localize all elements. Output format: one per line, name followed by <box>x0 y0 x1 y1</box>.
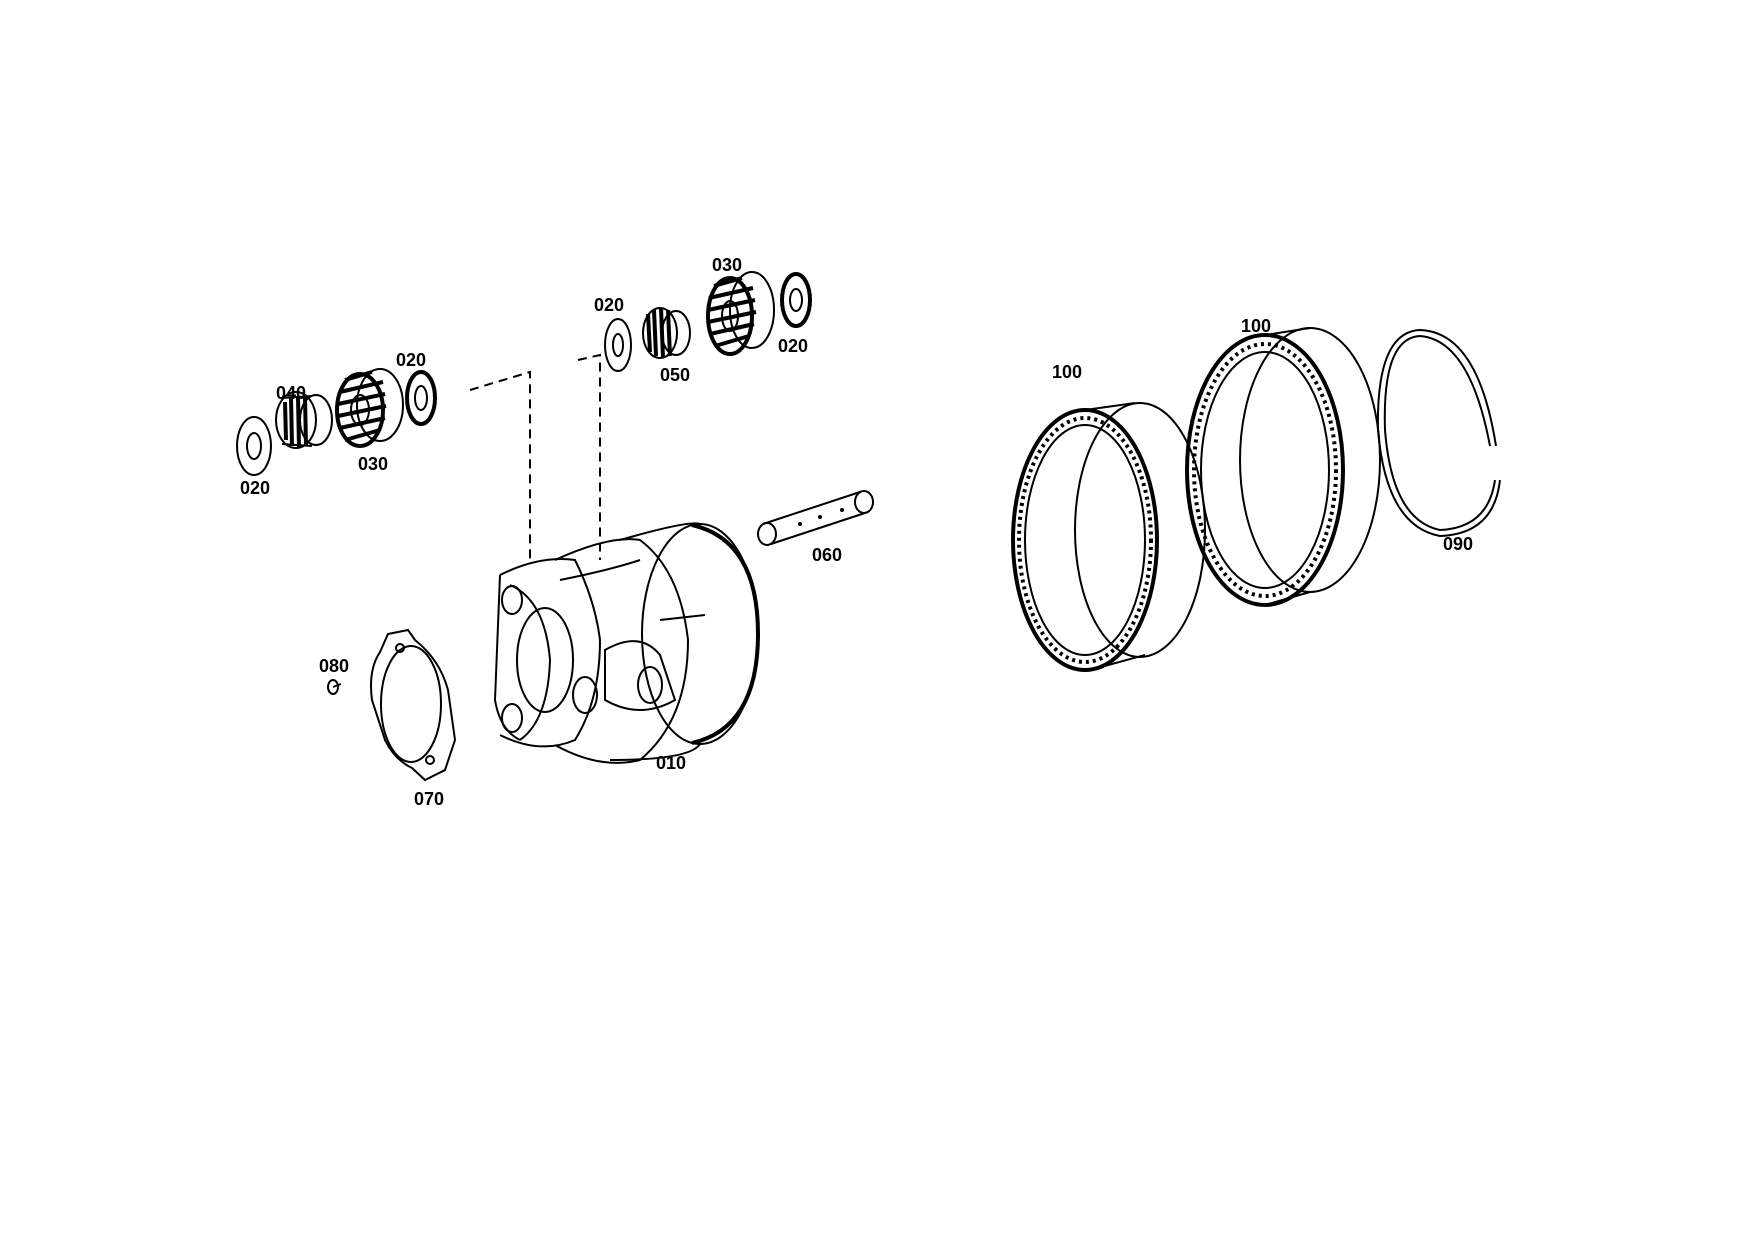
washer-020-upper-left <box>604 318 632 372</box>
label-100-rear: 100 <box>1241 316 1271 336</box>
label-010: 010 <box>656 753 686 773</box>
label-020-upper-left: 020 <box>594 295 624 315</box>
label-060: 060 <box>812 545 842 565</box>
label-020-left: 020 <box>240 478 270 498</box>
planet-carrier-010 <box>493 522 761 764</box>
label-030-left: 030 <box>358 454 388 474</box>
label-020-right: 020 <box>396 350 426 370</box>
ring-gear-100-front <box>1011 402 1206 672</box>
cover-plate-070 <box>370 628 457 782</box>
label-090: 090 <box>1443 534 1473 554</box>
planet-gear-030-left <box>335 368 404 448</box>
label-030-upper: 030 <box>712 255 742 275</box>
planet-pin-060 <box>757 490 874 546</box>
screw-080 <box>327 679 342 695</box>
alignment-lines <box>469 353 601 560</box>
planet-gear-030-upper <box>706 271 775 356</box>
label-040: 040 <box>276 383 306 403</box>
label-070: 070 <box>414 789 444 809</box>
label-020-upper-right: 020 <box>778 336 808 356</box>
needle-bearing-050 <box>642 307 691 359</box>
ring-gear-100-rear <box>1185 327 1381 607</box>
washer-020-right <box>405 370 437 426</box>
snap-ring-090 <box>1376 328 1501 538</box>
label-050: 050 <box>660 365 690 385</box>
label-100-front: 100 <box>1052 362 1082 382</box>
washer-020-upper-right <box>780 272 812 328</box>
washer-020-left <box>236 416 272 476</box>
label-080: 080 <box>319 656 349 676</box>
needle-bearing-040 <box>275 391 333 449</box>
